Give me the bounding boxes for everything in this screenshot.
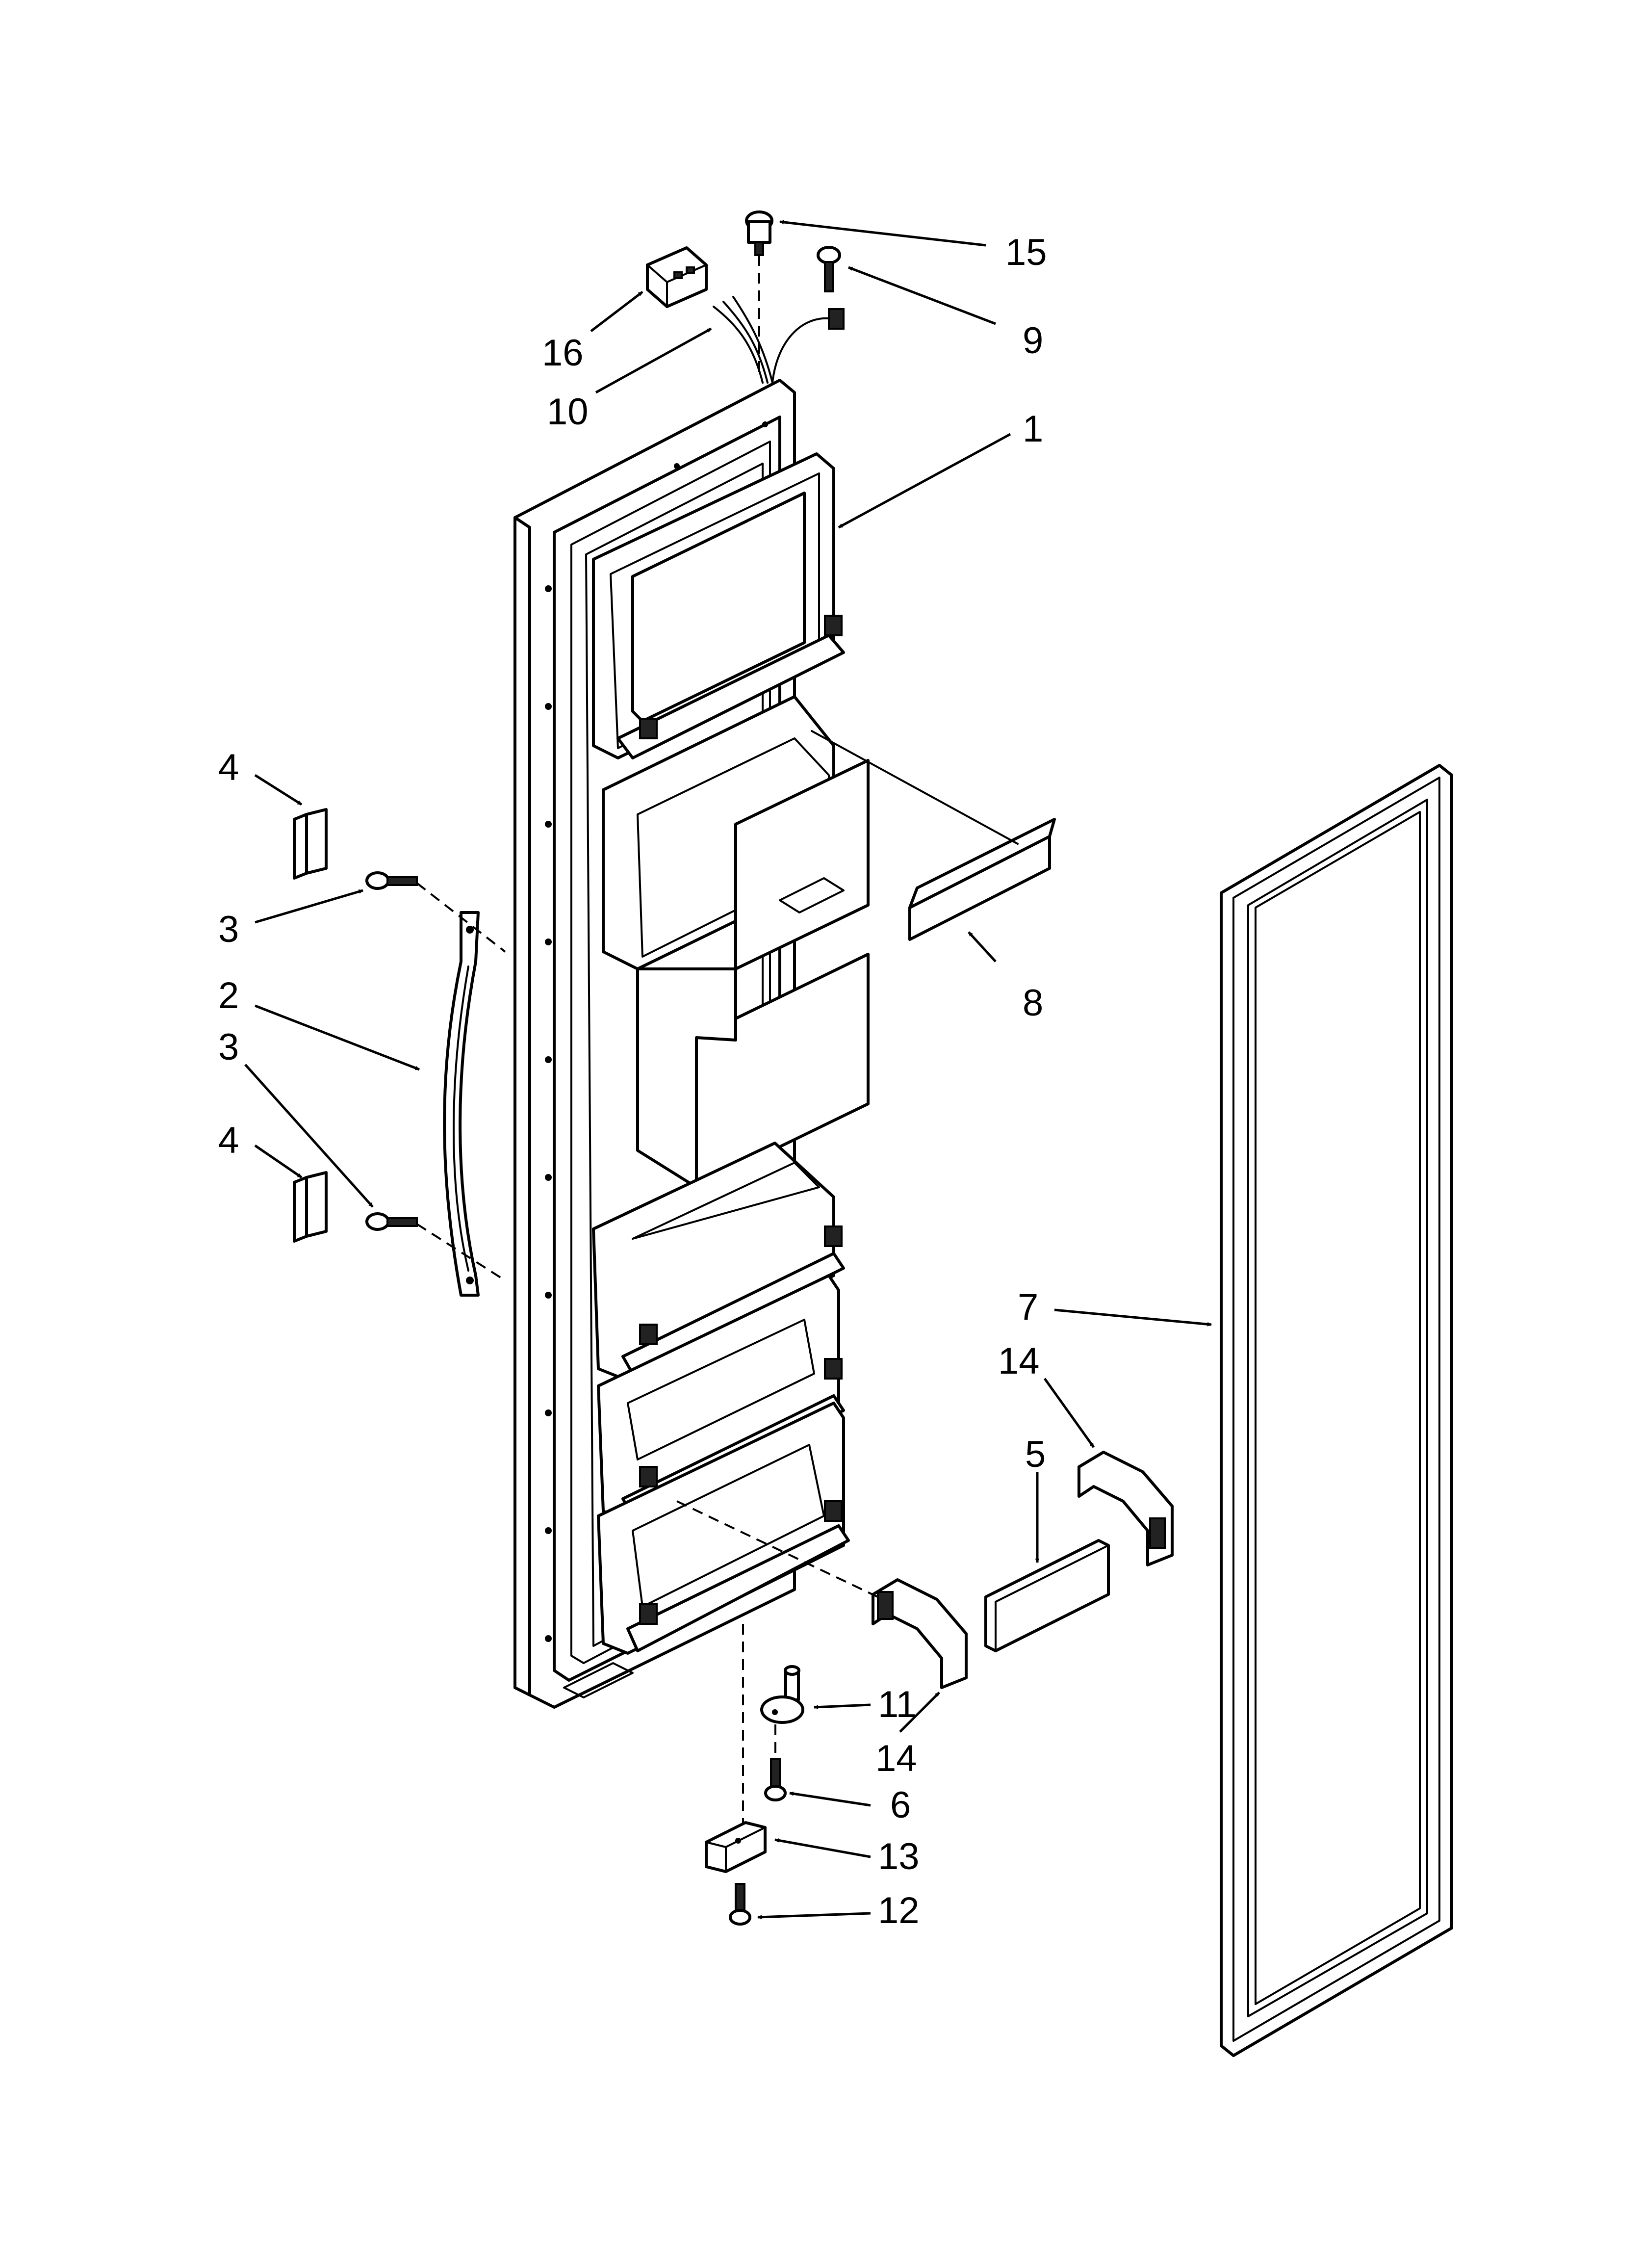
- screw-part-3-lower: [365, 1212, 506, 1281]
- end-cap-part-4-lower: [293, 1171, 328, 1243]
- leader-lines: [244, 220, 1212, 1920]
- leader-15: [779, 220, 986, 247]
- wire-harness-part-10: [713, 296, 845, 384]
- hinge-block-part-13: [705, 1624, 767, 1873]
- screw-part-6: [764, 1724, 787, 1801]
- rail-part-8: [811, 730, 1056, 941]
- screw-part-3-upper: [365, 871, 506, 953]
- leader-4-upper: [254, 774, 303, 806]
- leader-3-upper: [255, 889, 363, 924]
- callout-5: 5: [1025, 1434, 1046, 1475]
- callout-10: 10: [547, 391, 589, 433]
- leader-14-upper: [1043, 1378, 1095, 1448]
- leader-4-lower: [254, 1144, 303, 1179]
- callout-14-upper: 14: [998, 1340, 1040, 1382]
- callout-16: 16: [542, 332, 584, 374]
- door-gasket-part-7: [1220, 764, 1453, 2057]
- connector-part-16: [646, 246, 708, 308]
- trim-strip-part-5: [984, 1539, 1110, 1652]
- callout-labels: 15 9 16 10 1 4 3 2 3 4 8 7 14 5 11 14 6 …: [218, 232, 1047, 1931]
- bin-support-part-14-upper: [1078, 1451, 1174, 1566]
- leader-2: [255, 1004, 420, 1071]
- leader-8: [968, 931, 997, 963]
- leader-10: [595, 327, 712, 394]
- callout-13: 13: [878, 1836, 920, 1877]
- end-cap-part-4-upper: [293, 808, 328, 880]
- callout-12: 12: [878, 1890, 920, 1931]
- callout-4-lower: 4: [218, 1120, 239, 1161]
- leader-13: [774, 1838, 871, 1858]
- callout-2: 2: [218, 975, 239, 1017]
- callout-9: 9: [1023, 320, 1043, 362]
- callout-15: 15: [1005, 232, 1047, 273]
- leader-14-lower: [899, 1692, 940, 1733]
- callout-6: 6: [890, 1784, 911, 1826]
- leader-7: [1054, 1308, 1212, 1327]
- handle-part-2: [443, 911, 480, 1297]
- leader-11: [814, 1703, 871, 1710]
- callout-4-upper: 4: [218, 747, 239, 788]
- light-socket-part-15: [745, 210, 773, 373]
- leader-1: [838, 433, 1011, 529]
- callout-8: 8: [1023, 982, 1043, 1024]
- callout-3-upper: 3: [218, 909, 239, 950]
- callout-1: 1: [1023, 408, 1043, 450]
- callout-11: 11: [878, 1684, 917, 1725]
- hinge-pin-part-11: [760, 1665, 804, 1724]
- callout-14-lower: 14: [875, 1738, 917, 1779]
- leader-3-lower: [244, 1064, 374, 1208]
- leader-6: [789, 1791, 871, 1807]
- callout-3-lower: 3: [218, 1026, 239, 1068]
- bin-support-part-14-lower: [676, 1500, 968, 1689]
- door-assembly: [513, 379, 870, 1709]
- leader-12: [757, 1912, 871, 1920]
- screw-part-12: [729, 1883, 751, 1926]
- leader-9: [848, 266, 996, 325]
- screw-part-9: [817, 246, 841, 292]
- callout-7: 7: [1018, 1286, 1038, 1328]
- leader-16: [590, 291, 643, 332]
